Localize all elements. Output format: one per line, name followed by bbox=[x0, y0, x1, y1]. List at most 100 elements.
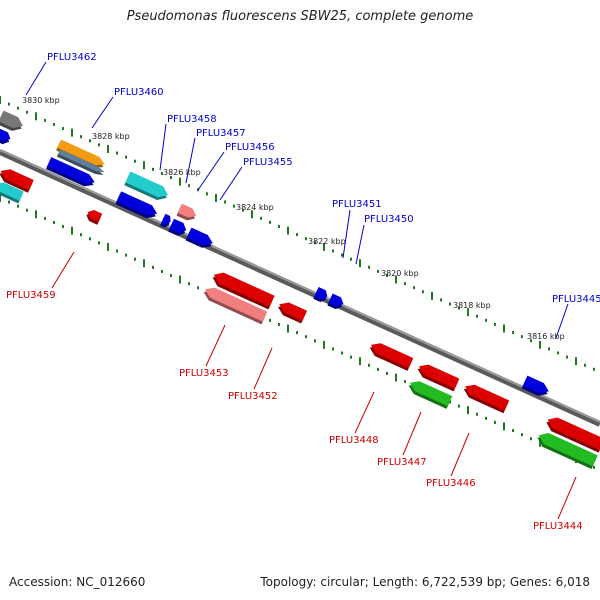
gene-arrow bbox=[521, 375, 549, 396]
gene-arrow bbox=[417, 364, 460, 392]
leader-line-reverse bbox=[51, 251, 75, 289]
gene-label-forward[interactable]: PFLU3458 bbox=[167, 114, 217, 125]
gene-arrow-body bbox=[204, 287, 268, 322]
kbp-label: 3818 kbp bbox=[453, 301, 491, 310]
gene-arrow-body bbox=[522, 375, 549, 394]
gene-arrow bbox=[408, 381, 453, 409]
gene-label-reverse[interactable]: PFLU3446 bbox=[426, 478, 476, 489]
gene-arrow bbox=[168, 218, 187, 236]
gene-label-forward[interactable]: PFLU3460 bbox=[114, 87, 164, 98]
gene-arrow bbox=[546, 417, 600, 453]
leader-line-forward bbox=[355, 224, 365, 265]
gene-label-forward[interactable]: PFLU3457 bbox=[196, 128, 246, 139]
gene-arrow-body bbox=[0, 128, 11, 142]
gene-features bbox=[0, 110, 600, 469]
leader-line-forward bbox=[185, 137, 196, 184]
gene-arrow bbox=[185, 227, 213, 248]
gene-arrow bbox=[45, 157, 95, 187]
gene-arrow bbox=[0, 182, 24, 204]
leader-line-forward bbox=[25, 61, 47, 96]
gene-arrow bbox=[56, 149, 105, 176]
gene-arrow bbox=[327, 293, 344, 310]
gene-arrow-body bbox=[314, 286, 328, 300]
kbp-label: 3816 kbp bbox=[527, 332, 565, 341]
genome-summary-text: Topology: circular; Length: 6,722,539 bp… bbox=[260, 575, 590, 589]
gene-arrow-body bbox=[186, 227, 213, 246]
leader-line-reverse bbox=[450, 432, 470, 477]
gene-arrow bbox=[278, 302, 308, 324]
gene-arrow-body bbox=[0, 169, 34, 191]
gene-arrow-body bbox=[370, 343, 414, 369]
kbp-label: 3824 kbp bbox=[236, 203, 274, 212]
gene-arrow bbox=[0, 169, 34, 193]
gene-arrow-body bbox=[57, 139, 105, 166]
leader-line-reverse bbox=[354, 391, 375, 434]
gene-arrow-body bbox=[177, 203, 197, 218]
leader-line-forward bbox=[159, 123, 167, 171]
gene-arrow-body bbox=[213, 272, 275, 307]
gene-arrow bbox=[212, 272, 275, 310]
leader-line-reverse bbox=[205, 324, 226, 367]
gene-label-forward[interactable]: PFLU3451 bbox=[332, 199, 382, 210]
outer-tick-track bbox=[0, 96, 595, 371]
gene-arrow bbox=[86, 210, 103, 225]
gene-label-forward[interactable]: PFLU3462 bbox=[47, 52, 97, 63]
gene-arrow bbox=[176, 203, 197, 221]
gene-arrow bbox=[0, 110, 23, 131]
gene-label-reverse[interactable]: PFLU3452 bbox=[228, 391, 278, 402]
gene-label-forward[interactable]: PFLU3456 bbox=[225, 142, 275, 153]
gene-arrow bbox=[0, 128, 11, 145]
gene-arrow bbox=[115, 191, 158, 219]
gene-arrow bbox=[203, 287, 268, 325]
leader-line-reverse bbox=[402, 411, 422, 456]
leader-line-forward bbox=[197, 151, 225, 191]
kbp-label: 3822 kbp bbox=[308, 237, 346, 246]
gene-arrow-body bbox=[116, 191, 158, 216]
leader-line-reverse bbox=[253, 347, 273, 390]
leader-line-forward bbox=[555, 303, 569, 339]
gene-arrow-body bbox=[0, 110, 23, 129]
gene-arrow-body bbox=[125, 171, 169, 198]
genome-backbone bbox=[0, 149, 600, 427]
gene-arrow bbox=[56, 139, 105, 168]
label-leader-lines bbox=[25, 61, 577, 520]
gene-arrow-body bbox=[538, 433, 598, 467]
gene-label-reverse[interactable]: PFLU3459 bbox=[6, 290, 56, 301]
gene-arrow-body bbox=[418, 364, 460, 389]
gene-label-reverse[interactable]: PFLU3448 bbox=[329, 435, 379, 446]
gene-arrow-body bbox=[547, 417, 600, 450]
kbp-label: 3820 kbp bbox=[381, 269, 419, 278]
gene-arrow-body bbox=[328, 293, 344, 307]
leader-line-forward bbox=[91, 96, 114, 129]
leader-line-forward bbox=[342, 209, 351, 259]
leader-line-forward bbox=[219, 166, 243, 201]
gene-arrow-body bbox=[465, 384, 510, 411]
gene-arrow bbox=[160, 213, 171, 228]
kbp-label: 3830 kbp bbox=[22, 96, 60, 105]
gene-arrow-body bbox=[169, 218, 187, 234]
gene-arrow bbox=[124, 171, 169, 200]
gene-arrow bbox=[313, 286, 328, 303]
gene-arrow-body bbox=[0, 182, 24, 201]
gene-label-forward[interactable]: PFLU3445 bbox=[552, 294, 600, 305]
gene-label-reverse[interactable]: PFLU3447 bbox=[377, 457, 427, 468]
gene-label-forward[interactable]: PFLU3450 bbox=[364, 214, 414, 225]
gene-arrow-body bbox=[279, 302, 308, 321]
gene-arrow-body bbox=[58, 149, 105, 173]
gene-arrow-body bbox=[47, 157, 95, 184]
leader-line-reverse bbox=[557, 476, 577, 520]
gene-arrow-body bbox=[87, 210, 103, 222]
gene-arrow-body bbox=[409, 381, 453, 407]
gene-arrow bbox=[463, 384, 510, 414]
gene-arrow bbox=[537, 433, 598, 469]
kbp-label: 3828 kbp bbox=[92, 132, 130, 141]
map-title: Pseudomonas fluorescens SBW25, complete … bbox=[126, 9, 474, 24]
gene-arrow bbox=[369, 343, 414, 371]
gene-label-reverse[interactable]: PFLU3453 bbox=[179, 368, 229, 379]
accession-text: Accession: NC_012660 bbox=[9, 575, 146, 589]
kbp-label: 3826 kbp bbox=[163, 168, 201, 177]
gene-label-reverse[interactable]: PFLU3444 bbox=[533, 521, 583, 532]
gene-label-forward[interactable]: PFLU3455 bbox=[243, 157, 293, 168]
gene-arrow-body bbox=[161, 213, 171, 226]
